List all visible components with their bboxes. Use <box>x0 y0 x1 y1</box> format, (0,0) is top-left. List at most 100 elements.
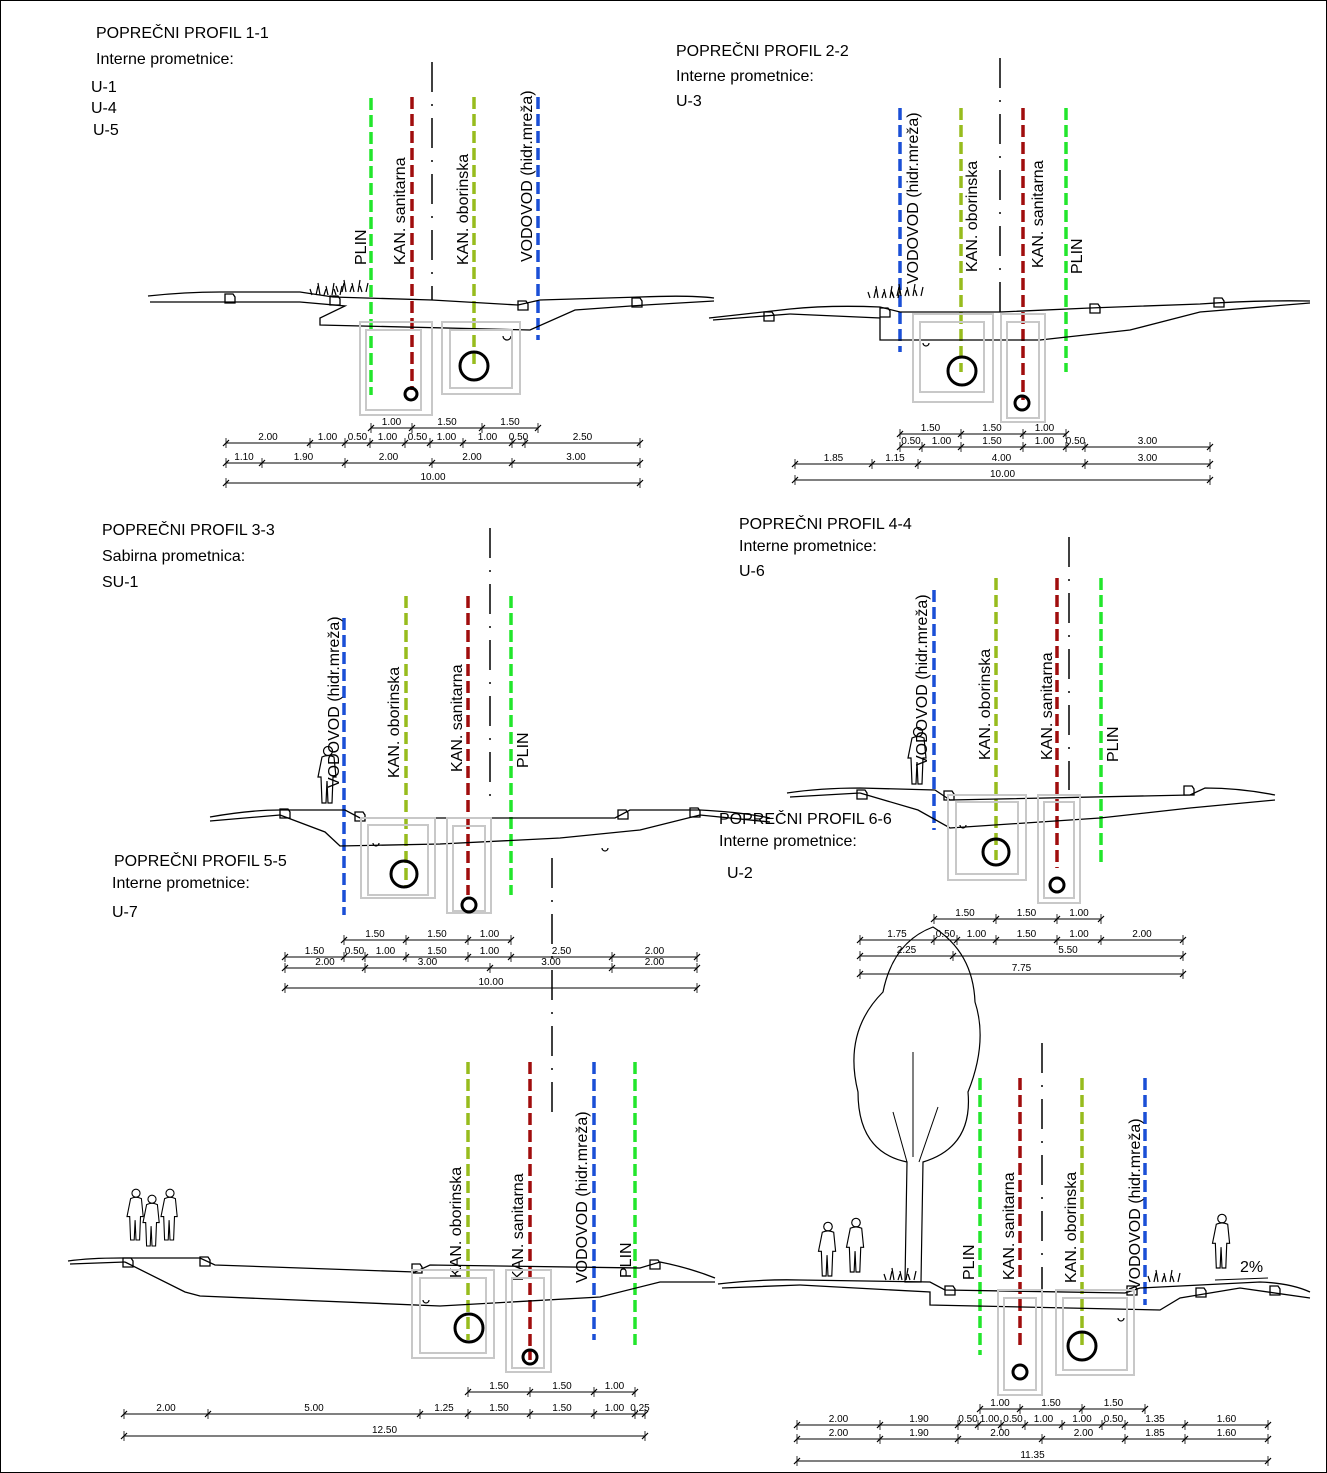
tree-outline <box>853 926 981 1283</box>
trench-box <box>955 801 1019 875</box>
dim-row-2-label: 2.50 <box>573 432 593 443</box>
curb <box>1269 1285 1281 1296</box>
curb <box>329 295 341 306</box>
dim-row-2-label: 1.00 <box>378 432 398 443</box>
trench-box <box>919 321 985 393</box>
dim-row-2-label: 1.00 <box>1072 1414 1092 1425</box>
curb <box>517 300 529 311</box>
oborinska-pipe <box>458 350 490 382</box>
vodovod-label: VODOVOD (hidr.mreža) <box>574 1111 591 1283</box>
trench-box <box>997 1289 1043 1396</box>
dim-row-3-label: 5.50 <box>1058 945 1078 956</box>
slope-arrow <box>1214 1277 1269 1281</box>
dim-row-1-label: 1.50 <box>1104 1398 1124 1409</box>
curb <box>1195 1287 1207 1298</box>
drain-symbol <box>372 842 380 847</box>
dim-row-2-label: 1.25 <box>434 1403 454 1414</box>
curb <box>1183 785 1195 796</box>
dim-row-2-label: 2.50 <box>552 946 572 957</box>
curb <box>1089 303 1101 314</box>
curb <box>631 297 643 308</box>
dim-row-2-label: 1.50 <box>489 1403 509 1414</box>
person-body <box>907 735 927 785</box>
pedestrian-figure <box>126 1188 144 1241</box>
road-subgrade <box>799 1284 1311 1311</box>
oborinska-pipe <box>946 355 978 387</box>
dim-row-1-label: 1.50 <box>955 908 975 919</box>
dim-row-3-label: 1.85 <box>1145 1428 1165 1439</box>
dim-row-3-label: 2.00 <box>990 1428 1010 1439</box>
pedestrian-figure <box>1211 1213 1231 1269</box>
dim-row-3-label: 12.50 <box>372 1425 397 1436</box>
vodovod-label: VODOVOD (hidr.mreža) <box>905 112 922 284</box>
trench-box <box>359 321 433 416</box>
tree-figure <box>853 926 981 1283</box>
trench-box <box>441 321 521 395</box>
profile-1-road-1: U-1 <box>91 79 117 96</box>
dim-row-3-label: 3.00 <box>541 957 561 968</box>
profile-1-road-2: U-4 <box>91 100 117 117</box>
dim-row-2-label: 0.25 <box>630 1403 650 1414</box>
dim-row-3-label: 1.10 <box>234 452 254 463</box>
dim-row-2-label: 1.90 <box>909 1414 929 1425</box>
profile-2-road-1: U-3 <box>676 93 702 110</box>
vodovod-label: VODOVOD (hidr.mreža) <box>326 616 343 788</box>
dim-row-2-label: 1.50 <box>552 1403 572 1414</box>
curb <box>879 307 891 318</box>
dim-row-2-label: 0.50 <box>345 946 365 957</box>
trench-box <box>511 1277 545 1369</box>
curb <box>856 789 868 800</box>
grass-tuft <box>335 279 369 293</box>
dim-row-2-label: 1.50 <box>1017 929 1037 940</box>
sanitarna-label: KAN. sanitarna <box>510 1173 527 1281</box>
pedestrian-figure <box>845 1217 865 1273</box>
trench-box <box>1043 801 1075 899</box>
person-body <box>845 1226 865 1273</box>
plin-label: PLIN <box>961 1244 978 1280</box>
curb <box>354 811 366 822</box>
trench-box <box>505 1269 552 1373</box>
profile-3-subtitle: Sabirna prometnica: <box>102 548 246 565</box>
dim-row-2-label: 0.50 <box>408 432 428 443</box>
dim-row-1-label: 1.50 <box>365 929 385 940</box>
dim-row-3-label: 2.00 <box>829 1428 849 1439</box>
dim-row-2-label: 1.00 <box>318 432 338 443</box>
dim-row-2-label: 0.50 <box>509 432 529 443</box>
grass-tuft <box>890 283 924 297</box>
profile-2-title: POPREČNI PROFIL 2-2 <box>676 43 849 60</box>
person-body <box>142 1202 160 1247</box>
trench-box <box>411 1269 495 1359</box>
trench-box <box>367 824 429 896</box>
profile-5-title: POPREČNI PROFIL 5-5 <box>114 853 287 870</box>
slope-label: 2% <box>1240 1259 1263 1276</box>
dim-row-1-label: 1.00 <box>1035 423 1055 434</box>
dim-row-1-label: 1.50 <box>1041 1398 1061 1409</box>
dim-row-1-label: 1.50 <box>982 423 1002 434</box>
dim-row-2-label: 1.00 <box>605 1403 625 1414</box>
sanitarna-pipe <box>1011 1363 1029 1381</box>
oborinska-pipe <box>453 1312 485 1344</box>
plin-label: PLIN <box>1069 238 1086 274</box>
dim-row-2-label: 1.00 <box>376 946 396 957</box>
dim-row-3-label: 1.15 <box>885 453 905 464</box>
dim-row-2-label: 1.50 <box>305 946 325 957</box>
dim-row-1-label: 1.50 <box>1017 908 1037 919</box>
trench-box <box>912 313 994 403</box>
trench-box <box>419 1277 487 1354</box>
dim-row-1-label: 1.00 <box>1069 908 1089 919</box>
pedestrian-figure <box>907 726 927 785</box>
sanitarna-pipe <box>403 386 419 402</box>
curb <box>279 808 291 819</box>
pedestrian-figure <box>160 1188 178 1241</box>
profile-1-road-3: U-5 <box>93 122 119 139</box>
dim-row-2-label: 0.50 <box>348 432 368 443</box>
dim-row-3-label: 2.00 <box>1074 1428 1094 1439</box>
sanitarna-label: KAN. sanitarna <box>392 157 409 265</box>
curb <box>1126 1285 1138 1296</box>
dim-row-3-label: 1.90 <box>294 452 314 463</box>
dim-row-2-label: 0.50 <box>936 929 956 940</box>
dim-row-4-label: 11.35 <box>1020 1450 1045 1461</box>
drain-symbol <box>922 342 930 347</box>
